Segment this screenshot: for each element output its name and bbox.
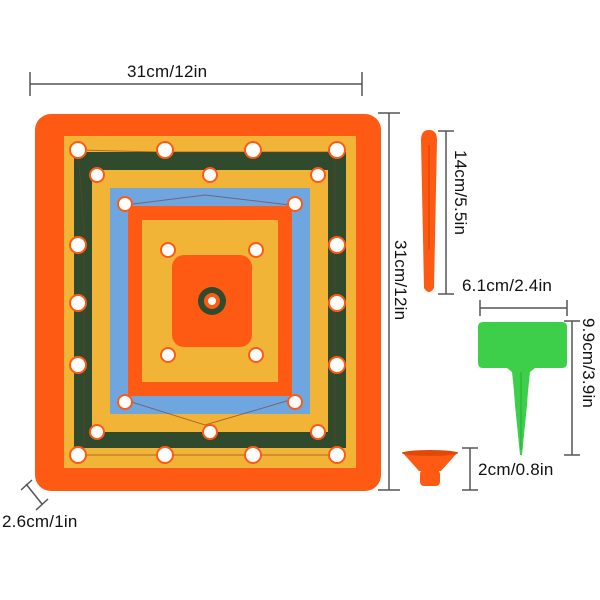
label-height-label: 9.9cm/3.9in	[579, 318, 598, 409]
label-height-dimension	[564, 320, 580, 456]
label-width-dimension	[479, 300, 568, 316]
board-height-dimension	[378, 112, 400, 491]
board-thickness-dimension	[20, 479, 49, 511]
board-thickness-label: 2.6cm/1in	[2, 512, 78, 531]
peg	[421, 130, 437, 292]
label-width-label: 6.1cm/2.4in	[462, 276, 553, 295]
peg-length-dimension	[438, 130, 454, 295]
peg-holes	[69, 141, 346, 464]
peg-length-label: 14cm/5.5in	[451, 150, 470, 236]
funnel-size-label: 2cm/0.8in	[478, 460, 554, 479]
board-width-dimension	[29, 72, 363, 96]
plant-label	[478, 322, 567, 455]
funnel-dimension	[462, 447, 478, 491]
board-width-label: 31cm/12in	[127, 62, 208, 81]
square-peg-board	[35, 114, 381, 491]
funnel	[402, 450, 458, 486]
board-height-label: 31cm/12in	[391, 240, 410, 321]
